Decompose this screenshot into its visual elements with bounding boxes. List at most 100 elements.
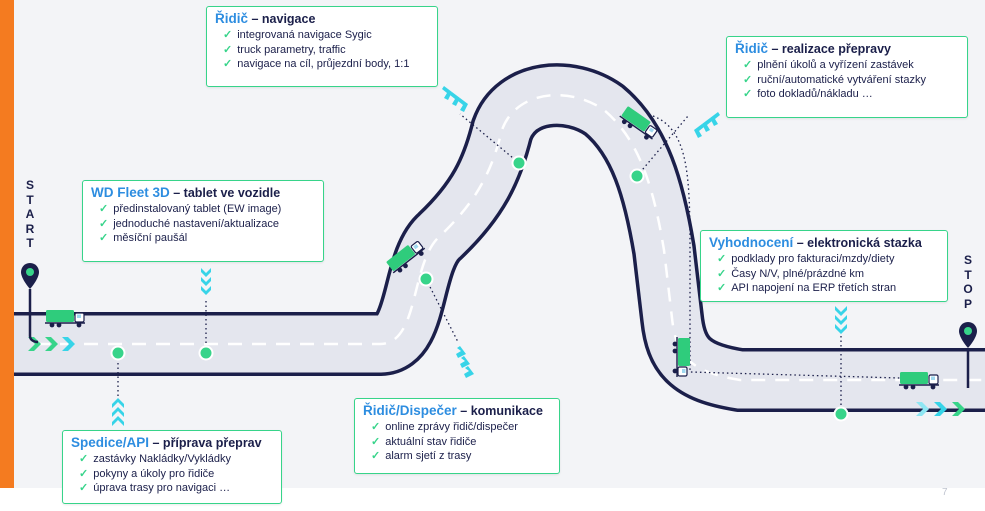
start-label: S T A R T [23,178,37,251]
list-item: ✓ měsíční paušál [99,231,315,246]
list-item: ✓ ruční/automatické vytváření stazky [743,73,959,88]
check-icon: ✓ [223,58,233,70]
check-icon: ✓ [371,435,381,448]
check-icon: ✓ [717,282,727,294]
list-item: ✓ navigace na cíl, průjezdní body, 1:1 [223,57,429,72]
list-item: ✓integrovaná navigace Sygic [223,28,429,43]
list-item: ✓ foto dokladů/nákladu … [743,87,959,102]
list-item: ✓ předinstalovaný tablet (EW image) [99,202,315,217]
box-title-rest: – navigace [248,12,316,26]
check-icon: ✓ [743,59,753,71]
check-icon: ✓ [79,453,89,465]
check-icon: ✓ [371,421,381,433]
box-title-highlight: Vyhodnocení [709,235,794,250]
list-item: ✓ online zprávy řidič/dispečer [371,420,551,435]
check-icon: ✓ [223,43,233,56]
box-title-rest: – komunikace [456,404,543,418]
box-list: ✓ online zprávy řidič/dispečer ✓ aktuální … [363,420,551,464]
check-icon: ✓ [717,253,727,265]
box-title-highlight: Řidič/Dispečer [363,403,457,418]
check-icon: ✓ [743,73,753,86]
check-icon: ✓ [371,450,381,462]
list-item-text: plnění úkolů a vyřízení zastávek [757,59,914,71]
box-title-rest: – elektronická stazka [793,236,922,250]
cyan-chevrons-down-vyhodnoceni [835,306,847,334]
list-item: ✓ plnění úkolů a vyřízení zastávek [743,58,959,73]
list-item-text: ruční/automatické vytváření stazky [757,73,926,86]
start-letter: A [25,207,35,222]
box-list: ✓ plnění úkolů a vyřízení zastávek ✓ ruční… [735,58,959,102]
list-item: ✓ podklady pro fakturaci/mzdy/diety [717,252,939,267]
list-item-text: truck parametry, traffic [237,43,346,56]
list-item-text: foto dokladů/nákladu … [757,88,873,100]
list-item-text: API napojení na ERP třetích stran [731,282,897,294]
box-title-rest: – realizace přepravy [768,42,892,56]
box-title-rest: – příprava přeprav [149,436,262,450]
list-item: ✓ Časy N/V, plné/prázdné km [717,267,939,282]
list-item: ✓ zastávky Nakládky/Vykládky [79,452,273,467]
box-wd-fleet: WD Fleet 3D – tablet ve vozidle ✓ předins… [82,180,324,262]
list-item: ✓ jednoduché nastavení/aktualizace [99,217,315,232]
list-item-text: navigace na cíl, průjezdní body, 1:1 [237,58,410,70]
orange-side-bar [0,0,14,511]
box-title-highlight: Řidič [735,41,769,56]
start-letter: R [25,221,35,236]
list-item-text: měsíční paušál [113,232,188,244]
stop-label: S T O P [961,253,975,311]
list-item-text: zastávky Nakládky/Vykládky [93,453,231,465]
list-item: ✓ úprava trasy pro navigaci … [79,481,273,496]
check-icon: ✓ [99,203,109,215]
box-title-highlight: Spedice/API [71,435,150,450]
cyan-chevrons-dispecer [456,346,474,378]
box-list: ✓ zastávky Nakládky/Vykládky ✓ pokyny a úk… [71,452,273,496]
list-item-text: aktuální stav řidiče [385,435,477,448]
start-letter: T [26,192,34,207]
list-item: ✓ aktuální stav řidiče [371,435,551,450]
box-title-highlight: Řidič [215,11,249,26]
page-number: 7 [942,487,948,498]
cyan-chevrons-realizace [694,112,720,138]
list-item: ✓ pokyny a úkoly pro řidiče [79,467,273,482]
list-item-text: úprava trasy pro navigaci … [93,482,231,494]
stop-letter: P [963,296,972,311]
box-title: Vyhodnocení – elektronická stazka [709,235,939,250]
cyan-chevrons-down-wd [201,268,211,295]
list-item-text: jednoduché nastavení/aktualizace [113,217,279,230]
list-item-text: Časy N/V, plné/prázdné km [731,267,865,280]
stop-pin-icon [959,322,977,388]
box-title: Řidič/Dispečer – komunikace [363,403,551,418]
check-icon: ✓ [79,467,89,480]
stop-letter: T [964,267,972,282]
list-item-text: předinstalovaný tablet (EW image) [113,203,282,215]
waypoint-dots [110,155,849,422]
start-pin-icon [21,263,39,344]
box-vyhodnoceni: Vyhodnocení – elektronická stazka ✓ podkl… [700,230,948,302]
start-letter: S [25,178,34,192]
check-icon: ✓ [717,267,727,280]
cyan-chevrons-up-spedice [112,398,124,426]
box-title-highlight: WD Fleet 3D [91,185,170,200]
check-icon: ✓ [743,88,753,100]
list-item: ✓ alarm sjetí z trasy [371,449,551,464]
list-item-text: pokyny a úkoly pro řidiče [93,467,215,480]
list-item-text: podklady pro fakturaci/mzdy/diety [731,253,895,265]
check-icon: ✓ [99,217,109,230]
box-list: ✓ předinstalovaný tablet (EW image) ✓ jedn… [91,202,315,246]
check-icon: ✓ [79,482,89,494]
box-ridic-navigace: Řidič – navigace ✓integrovaná navigace S… [206,6,438,87]
box-ridic-realizace: Řidič – realizace přepravy ✓ plnění úkolů… [726,36,968,118]
stop-letter: S [963,253,972,267]
list-item-text: integrovaná navigace Sygic [237,29,372,41]
box-list: ✓ podklady pro fakturaci/mzdy/diety ✓ Časy… [709,252,939,296]
list-item-text: alarm sjetí z trasy [385,450,472,462]
list-item: ✓ API napojení na ERP třetích stran [717,281,939,296]
box-title: Řidič – realizace přepravy [735,41,959,56]
box-list: ✓integrovaná navigace Sygic ✓truck param… [215,28,429,72]
check-icon: ✓ [99,232,109,244]
list-item-text: online zprávy řidič/dispečer [385,421,518,433]
box-title: Řidič – navigace [215,11,429,26]
cyan-chevrons-navigace [442,86,468,112]
box-title: WD Fleet 3D – tablet ve vozidle [91,185,315,200]
